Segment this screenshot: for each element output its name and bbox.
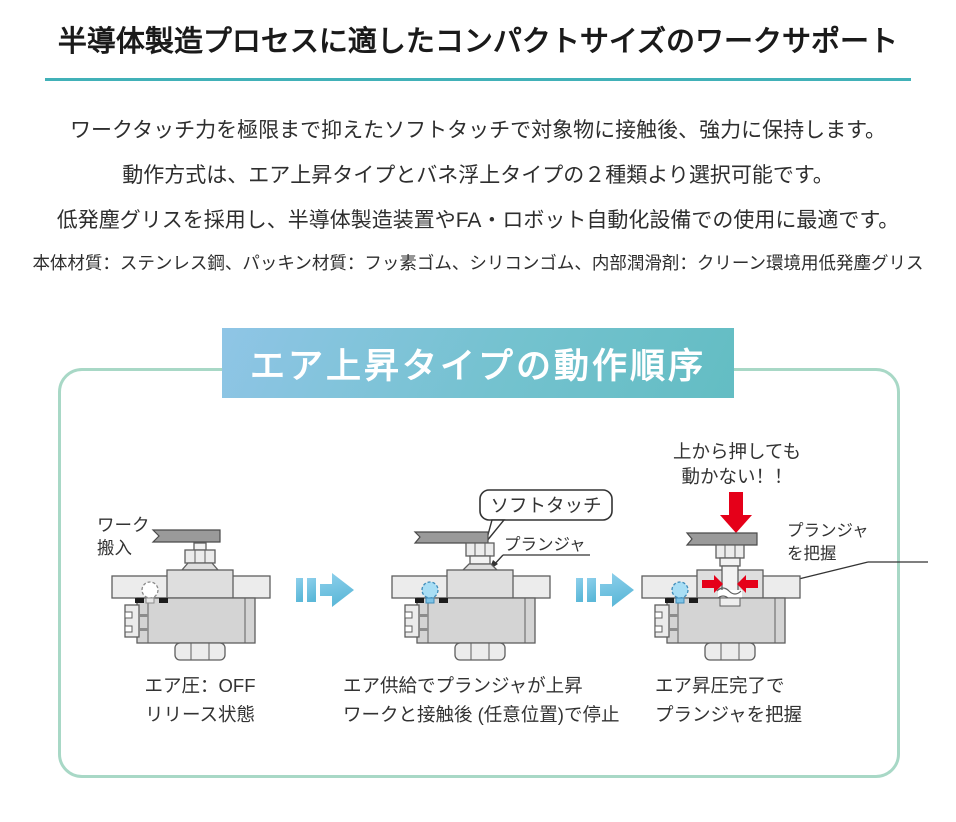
device-body [416,597,536,644]
seal-mark-right [439,598,448,603]
top-flange [166,569,234,599]
air-valve-ball-off [141,581,159,599]
step3-device-drawing: 上から押しても 動かない！！ プランジャ を把握 [641,441,928,661]
seal-mark-right [159,598,168,603]
plunger-hex-nut [465,542,495,557]
step2-caption-line1: エア供給でプランジャが上昇 [343,675,583,696]
grip-arrow-right [737,575,758,593]
bottom-hex-nut [174,642,226,661]
step2-diagram: ソフトタッチ プランジャ [340,430,630,675]
grip-arrow-left [702,575,723,593]
section-banner: エア上昇タイプの動作順序 [222,328,734,398]
intro-materials-line: 本体材質：ステンレス鋼、パッキン材質：フッ素ゴム、シリコンゴム、内部潤滑剤：クリ… [32,253,924,273]
top-flange [446,569,514,599]
seal-mark-left [415,598,424,603]
step3-diagram: 上から押しても 動かない！！ プランジャ を把握 [630,430,930,675]
page-title: 半導体製造プロセスに適したコンパクトサイズのワークサポート [45,22,911,81]
step1-diagram: ワーク 搬入 [60,430,310,675]
step1-caption-line1: エア圧：OFF [144,675,256,696]
step3-caption-line1: エア昇圧完了で [655,675,785,696]
intro-line-1: ワークタッチ力を極限まで抑えたソフトタッチで対象物に接触後、強力に保持します。 [69,119,887,142]
workpiece [151,529,221,543]
bottom-hex-nut [454,642,506,661]
soft-touch-callout [479,489,613,521]
step1-device-drawing: ワーク 搬入 [97,515,271,661]
intro-line-2: 動作方式は、エア上昇タイプとバネ浮上タイプの２種類より選択可能です。 [122,164,834,187]
step2-device-drawing: ソフトタッチ プランジャ [391,489,613,661]
step1-work-label-line1: ワーク [97,515,150,535]
grip-label-line1: プランジャ [787,521,869,540]
seal-mark-right [689,598,698,603]
push-down-arrow [720,492,752,533]
step1-work-label-line2: 搬入 [97,538,132,558]
step1-caption-line2: リリース状態 [144,704,256,725]
plunger-collar [180,562,220,571]
seal-mark-left [135,598,144,603]
step3-caption-line2: プランジャを把握 [655,704,803,725]
shaft-break [718,590,742,599]
workpiece [685,532,758,546]
section-banner-title: エア上昇タイプの動作順序 [249,346,706,386]
transition-arrow-1 [296,573,354,607]
step1-caption: エア圧：OFF リリース状態 [90,671,310,729]
plunger-shaft-top [719,557,741,567]
step2-caption-line2: ワークと接触後 (任意位置)で停止 [343,704,620,725]
workpiece [413,531,489,544]
intro-line-3: 低発塵グリスを採用し、半導体製造装置やFA・ロボット自動化設備での使用に最適です… [56,209,900,232]
callout-pointer [485,519,506,543]
plunger-hex-nut [184,549,216,564]
seal-mark-left [665,598,674,603]
step2-caption: エア供給でプランジャが上昇 ワークと接触後 (任意位置)で停止 [343,671,633,729]
device-body [136,597,256,644]
plunger-collar [461,563,499,571]
step3-note-line2: 動かない！！ [681,466,792,487]
step3-note-line1: 上から押しても [673,441,801,462]
air-valve-ball-on [421,581,439,599]
plunger-label: プランジャ [504,535,586,554]
bottom-hex-nut [704,642,756,661]
plunger-hex-nut [715,544,745,559]
plunger-shaft [469,555,491,565]
plunger-shaft [721,565,739,594]
plunger-tip [193,542,207,551]
soft-touch-callout-label: ソフトタッチ [490,495,601,516]
transition-arrow-2 [576,573,634,607]
air-valve-ball-on [671,581,689,599]
grip-label-line2: を把握 [787,544,837,563]
step3-caption: エア昇圧完了で プランジャを把握 [655,671,895,729]
